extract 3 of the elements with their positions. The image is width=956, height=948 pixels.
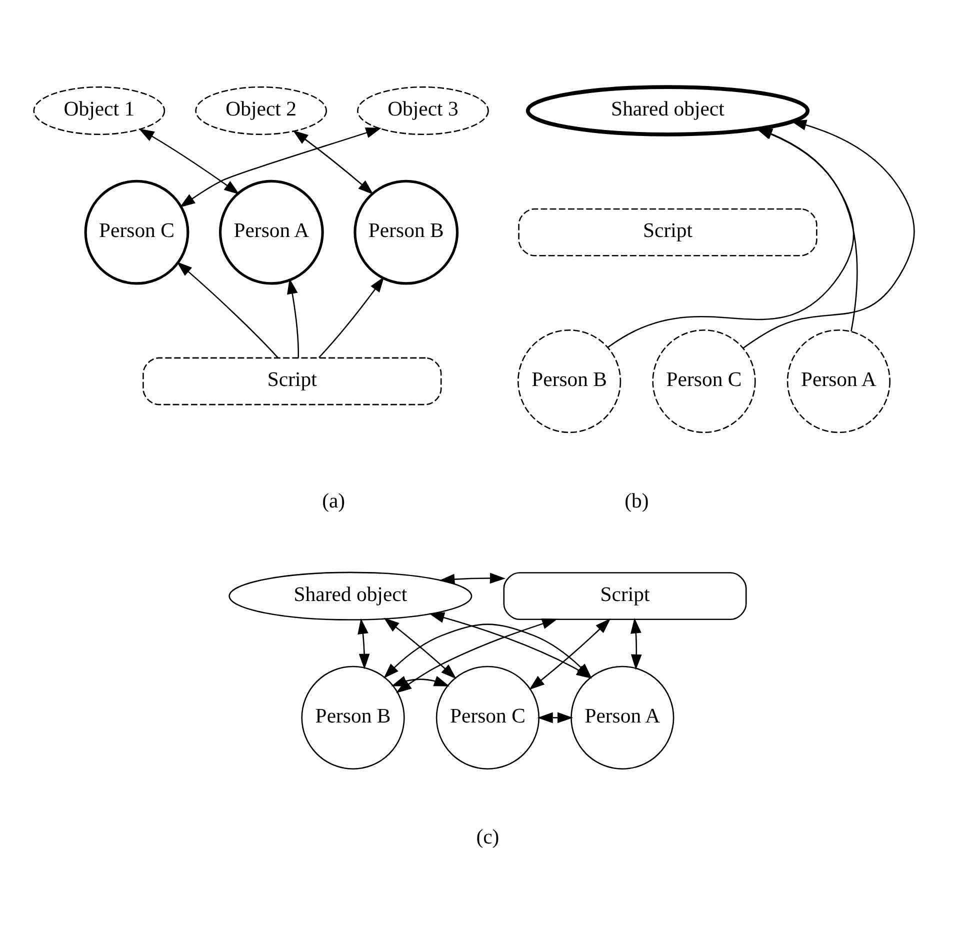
label: (a) [322,490,346,512]
label: (c) [476,826,500,848]
label: (b) [624,490,649,512]
